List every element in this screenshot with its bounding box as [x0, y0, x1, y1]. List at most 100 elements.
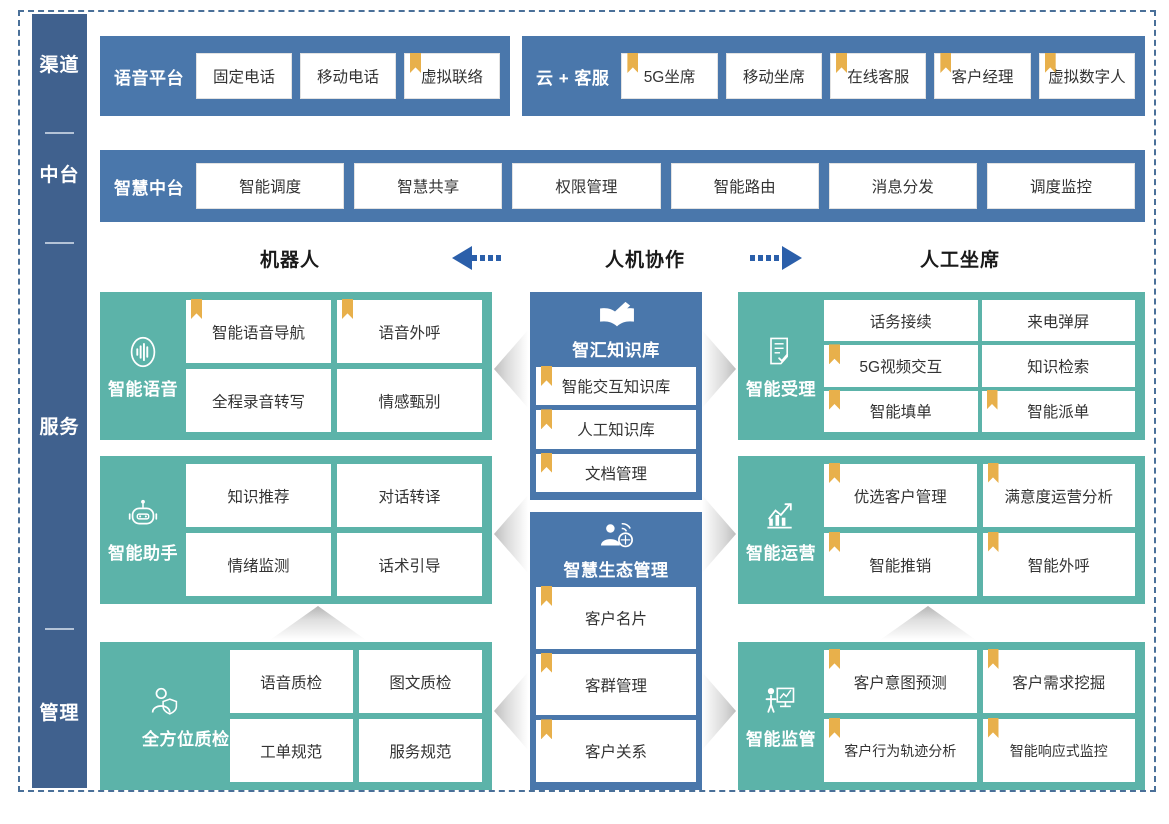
voice-platform-cells: 固定电话 移动电话 虚拟联络	[194, 36, 510, 116]
bookmark-ribbon-icon	[829, 649, 840, 669]
tile-label: 语音外呼	[378, 324, 441, 342]
bookmark-ribbon-icon	[987, 718, 999, 738]
panel-tiles: 语音质检 图文质检 工单规范 服务规范	[229, 642, 493, 790]
tile-label: 智能外呼	[1027, 557, 1090, 575]
knowledge-item[interactable]: 文档管理	[536, 452, 696, 492]
cell-label: 移动坐席	[742, 69, 805, 86]
panel-intelligent-supervision: 智能监管 客户意图预测 客户需求挖掘 客户行为轨迹分析 智能响应式监控	[738, 642, 1145, 790]
tile-label: 智能派单	[1027, 404, 1090, 422]
arrow-tail	[472, 255, 504, 261]
bookmark-ribbon-icon	[1044, 53, 1056, 73]
bookmark-ribbon-icon	[191, 299, 202, 319]
capability-tile[interactable]: 客户意图预测	[824, 649, 977, 713]
panel-intelligent-operations: 智能运营 优选客户管理 满意度运营分析 智能推销 智能外呼	[738, 456, 1145, 604]
panel-quality-inspection: 全方位质检 语音质检 图文质检 工单规范 服务规范	[100, 642, 492, 790]
channel-cell[interactable]: 5G坐席	[621, 53, 718, 99]
panel-title: 智能助手	[108, 543, 178, 563]
channel-cell[interactable]: 在线客服	[830, 53, 927, 99]
bookmark-ribbon-icon	[986, 389, 998, 410]
channel-cell[interactable]: 移动坐席	[725, 53, 823, 99]
capability-tile[interactable]: 智能派单	[981, 389, 1135, 432]
midplatform-cell[interactable]: 智慧共享	[354, 163, 503, 209]
capability-tile[interactable]: 全程录音转写	[186, 369, 331, 432]
capability-tile[interactable]: 智能语音导航	[186, 299, 331, 363]
bookmark-ribbon-icon	[829, 344, 840, 365]
ecosystem-item[interactable]: 客群管理	[536, 652, 696, 716]
capability-tile[interactable]: 智能响应式监控	[982, 718, 1135, 782]
channel-cell[interactable]: 虚拟联络	[404, 53, 500, 99]
capability-tile[interactable]: 满意度运营分析	[982, 463, 1135, 527]
capability-tile[interactable]: 情感甄别	[337, 369, 482, 432]
capability-tile[interactable]: 语音质检	[229, 650, 353, 713]
midplatform-cell[interactable]: 权限管理	[512, 163, 661, 209]
capability-tile[interactable]: 话务接续	[824, 300, 978, 342]
midplatform-cell[interactable]: 消息分发	[828, 163, 977, 209]
capability-tile[interactable]: 智能填单	[824, 389, 978, 432]
bookmark-ribbon-icon	[829, 389, 840, 410]
capability-tile[interactable]: 对话转译	[337, 464, 482, 527]
stack-identity: 智慧生态管理	[530, 512, 702, 587]
triangle-left-icon	[452, 246, 472, 270]
capability-tile[interactable]: 知识推荐	[186, 464, 331, 527]
ecosystem-item[interactable]: 客户关系	[536, 719, 696, 783]
midplatform-cell[interactable]: 智能调度	[196, 163, 345, 209]
tile-label: 话术引导	[378, 557, 441, 575]
tile-label: 情感甄别	[378, 393, 441, 411]
capability-tile[interactable]: 工单规范	[229, 719, 353, 782]
rail-label-service: 服务	[39, 417, 80, 438]
capability-tile[interactable]: 话术引导	[337, 533, 482, 596]
capability-tile[interactable]: 语音外呼	[337, 299, 482, 363]
stack-ecosystem-management: 智慧生态管理 客户名片 客群管理 客户关系	[530, 512, 702, 790]
ecosystem-item[interactable]: 客户名片	[536, 586, 696, 649]
bookmark-ribbon-icon	[940, 53, 952, 73]
capability-tile[interactable]: 优选客户管理	[824, 463, 977, 527]
bookmark-ribbon-icon	[541, 409, 552, 430]
capability-tile[interactable]: 智能推销	[824, 532, 977, 596]
cell-label: 权限管理	[555, 179, 618, 196]
bookmark-ribbon-icon	[541, 366, 552, 386]
capability-tile[interactable]: 5G视频交互	[824, 344, 978, 387]
capability-tile[interactable]: 客户行为轨迹分析	[824, 718, 977, 782]
rail-separator	[45, 628, 74, 630]
bookmark-ribbon-icon	[541, 586, 552, 606]
capability-tile[interactable]: 情绪监测	[186, 533, 331, 596]
channel-cell[interactable]: 移动电话	[300, 53, 396, 99]
channel-cell[interactable]: 客户经理	[934, 53, 1031, 99]
stack-items: 客户名片 客群管理 客户关系	[530, 586, 702, 790]
panel-tiles: 智能语音导航 语音外呼 全程录音转写 情感甄别	[186, 292, 492, 440]
diagram-frame	[18, 10, 1156, 792]
chart-growth-icon	[762, 497, 800, 535]
bookmark-ribbon-icon	[987, 532, 999, 552]
capability-tile[interactable]: 知识检索	[981, 345, 1135, 387]
tile-label: 图文质检	[389, 674, 452, 692]
cell-label: 调度监控	[1029, 179, 1092, 196]
cell-label: 固定电话	[212, 69, 275, 86]
panel-title: 智能监管	[746, 729, 816, 749]
stack-items: 智能交互知识库 人工知识库 文档管理	[530, 366, 702, 500]
panel-tiles: 话务接续 来电弹屏 5G视频交互 知识检索 智能填单 智能派单	[824, 292, 1145, 440]
channel-cell[interactable]: 虚拟数字人	[1038, 53, 1136, 99]
tile-label: 客户需求挖掘	[1012, 674, 1106, 692]
capability-tile[interactable]: 图文质检	[358, 650, 482, 713]
layer-rail: 渠道 中台 服务 管理	[32, 14, 87, 788]
cell-label: 虚拟数字人	[1048, 69, 1126, 86]
channel-cell[interactable]: 固定电话	[196, 53, 292, 99]
knowledge-item[interactable]: 智能交互知识库	[536, 366, 696, 406]
capability-tile[interactable]: 来电弹屏	[981, 300, 1135, 342]
header-human-agent: 人工坐席	[919, 249, 1000, 271]
capability-tile[interactable]: 服务规范	[358, 719, 482, 782]
midplatform-cell[interactable]: 调度监控	[986, 163, 1136, 209]
panel-intelligent-acceptance: 智能受理 话务接续 来电弹屏 5G视频交互 知识检索 智能填单 智能派单	[738, 292, 1145, 440]
tile-label: 来电弹屏	[1027, 313, 1090, 331]
panel-identity: 智能监管	[738, 642, 824, 790]
panel-title: 智能受理	[746, 379, 816, 399]
tile-label: 工单规范	[260, 743, 323, 761]
capability-tile[interactable]: 智能外呼	[982, 532, 1135, 596]
cell-label: 虚拟联络	[420, 69, 483, 86]
rail-label-midplatform: 中台	[39, 165, 80, 186]
item-label: 人工知识库	[577, 422, 655, 440]
capability-tile[interactable]: 客户需求挖掘	[982, 649, 1135, 713]
item-label: 文档管理	[584, 465, 647, 483]
midplatform-cell[interactable]: 智能路由	[670, 163, 819, 209]
knowledge-item[interactable]: 人工知识库	[536, 409, 696, 449]
